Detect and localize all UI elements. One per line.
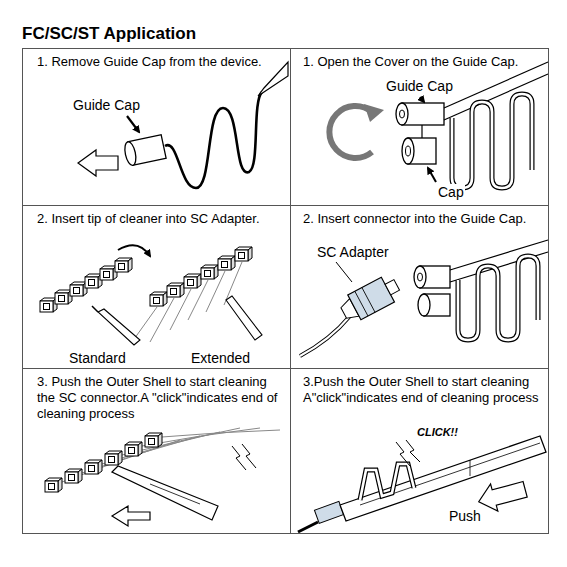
part-label: Guide Cap xyxy=(385,78,454,94)
step-panel: 3. Push the Outer Shell to start cleanin… xyxy=(22,368,291,534)
part-label: Standard xyxy=(68,350,127,366)
part-label: CLICK!! xyxy=(416,424,459,440)
cap xyxy=(402,125,436,164)
rotate-arrow-head xyxy=(364,104,384,122)
part-label: Cap xyxy=(437,184,465,200)
step-text: 1. Open the Cover on the Guide Cap. xyxy=(303,54,545,70)
panel-five-art xyxy=(45,428,280,526)
step-text: 2. Insert connector into the Guide Cap. xyxy=(303,211,545,227)
sheet-title: FC/SC/ST Application xyxy=(22,24,196,44)
step-text: 3. Push the Outer Shell to start cleanin… xyxy=(37,374,287,422)
leader-arrow xyxy=(420,97,424,102)
panel-six-art xyxy=(298,436,546,532)
panel-three-art xyxy=(40,245,262,345)
step-text: 1. Remove Guide Cap from the device. xyxy=(37,54,287,70)
cleaner-body xyxy=(340,436,546,521)
standard-cleaner xyxy=(98,309,140,345)
part-label: Push xyxy=(448,508,482,524)
part-label: SC Adapter xyxy=(316,244,390,260)
step-panel: 2. Insert connector into the Guide Cap. xyxy=(290,205,549,369)
part-label: Extended xyxy=(190,350,251,366)
step-text: 2. Insert tip of cleaner into SC Adapter… xyxy=(37,211,287,227)
curved-arrow xyxy=(118,245,150,256)
push-arrow xyxy=(112,506,150,526)
sc-connector xyxy=(337,272,403,325)
push-arrow xyxy=(475,476,529,515)
coiled-cable xyxy=(458,256,538,340)
panel-four-art xyxy=(300,240,548,356)
leader-arrow xyxy=(428,168,436,182)
part-label: Guide Cap xyxy=(72,97,141,113)
extended-cleaner xyxy=(226,296,262,340)
rotate-arrow xyxy=(329,106,372,158)
click-mark xyxy=(232,446,246,470)
step-panel: 2. Insert tip of cleaner into SC Adapter… xyxy=(22,205,291,369)
guide-cap xyxy=(414,240,548,316)
leader-line xyxy=(336,262,352,282)
connector-cable xyxy=(298,522,318,532)
remove-arrow xyxy=(78,150,118,176)
step-text: 3.Push the Outer Shell to start cleaning… xyxy=(303,374,545,406)
device-tip xyxy=(258,62,288,96)
click-mark xyxy=(396,442,410,466)
fiber-cable xyxy=(165,92,262,188)
connector-cable xyxy=(300,316,350,356)
panel-one-art xyxy=(78,62,288,188)
panel-two-art xyxy=(329,62,548,188)
guide-cap xyxy=(123,135,166,167)
step-panel: 3.Push the Outer Shell to start cleaning… xyxy=(290,368,549,534)
coiled-cable xyxy=(360,464,414,500)
leader-arrow xyxy=(127,116,139,132)
coiled-cable xyxy=(452,94,532,188)
fibers xyxy=(62,428,280,482)
extended-cleaners xyxy=(132,262,242,342)
step-panel: 1. Remove Guide Cap from the device. xyxy=(22,48,291,206)
step-panel: 1. Open the Cover on the Guide Cap. xyxy=(290,48,549,206)
